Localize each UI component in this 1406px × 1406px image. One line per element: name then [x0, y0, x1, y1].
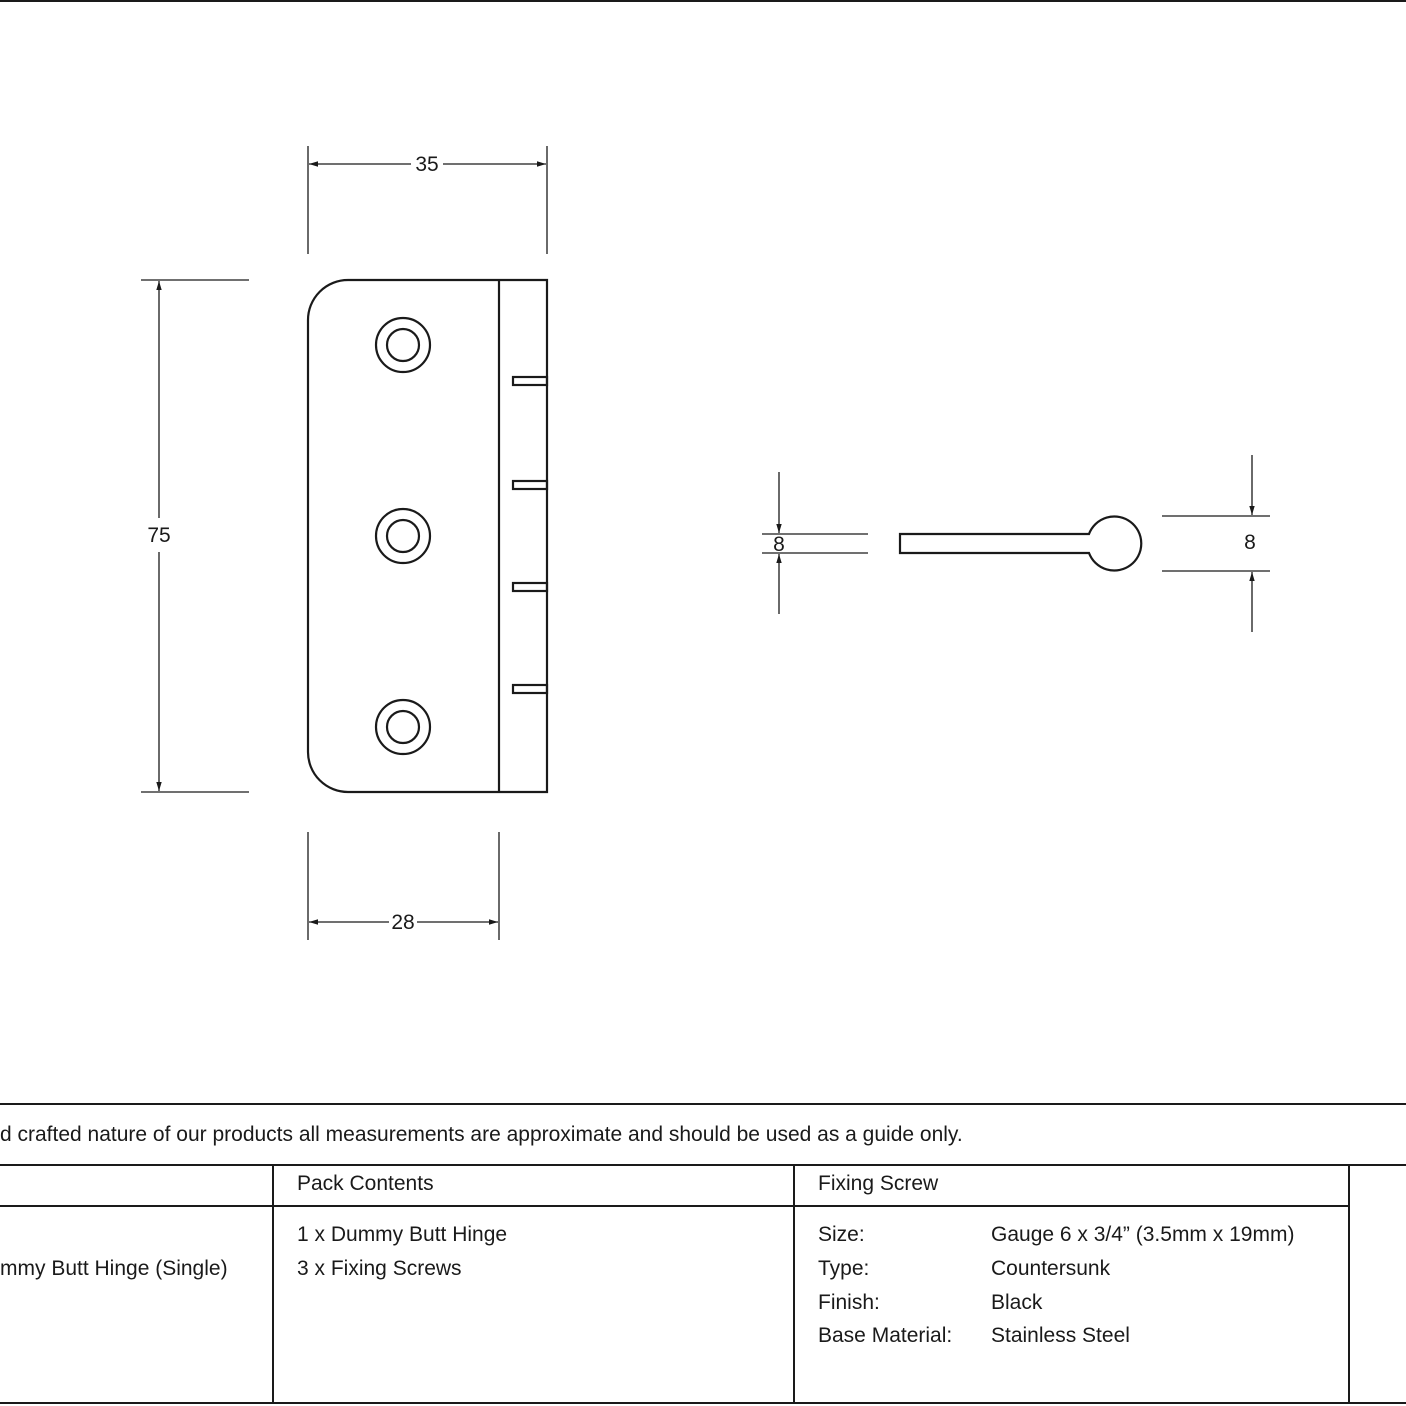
hinge-front-view — [306, 278, 549, 794]
spec-label-size: Size: — [818, 1223, 865, 1246]
fixing-screw-header: Fixing Screw — [818, 1172, 939, 1195]
dim-label-height: 75 — [147, 524, 170, 547]
spec-value-finish: Black — [991, 1291, 1043, 1314]
screw-hole — [374, 507, 432, 565]
dimension-thickness-left — [762, 472, 868, 614]
spec-label-type: Type: — [818, 1257, 870, 1280]
dimension-width-top — [307, 146, 548, 254]
spec-value-size: Gauge 6 x 3/4” (3.5mm x 19mm) — [991, 1223, 1295, 1246]
spec-label-finish: Finish: — [818, 1291, 880, 1314]
hinge-side-view — [898, 515, 1143, 572]
dimension-leaf-width-bottom — [307, 832, 500, 940]
screw-hole — [374, 698, 432, 756]
dimension-height-left — [141, 279, 249, 793]
hinge-outline — [306, 278, 549, 794]
pack-contents-header: Pack Contents — [297, 1172, 434, 1195]
knuckle-slot — [511, 375, 549, 387]
dim-label-width: 35 — [415, 153, 438, 176]
measurement-notice: d crafted nature of our products all mea… — [0, 1123, 963, 1146]
dim-label-thickness: 8 — [773, 533, 785, 556]
pack-contents-item: 1 x Dummy Butt Hinge — [297, 1223, 508, 1246]
dim-label-knuckle: 8 — [1244, 531, 1256, 554]
spec-value-type: Countersunk — [991, 1257, 1111, 1280]
knuckle-slot — [511, 479, 549, 491]
product-name: mmy Butt Hinge (Single) — [0, 1257, 228, 1280]
knuckle-slot — [511, 581, 549, 593]
knuckle-slot — [511, 683, 549, 695]
dim-label-leaf-width: 28 — [391, 911, 414, 934]
pack-contents-item: 3 x Fixing Screws — [297, 1257, 462, 1280]
info-table-frame — [0, 1103, 1406, 1404]
screw-hole — [374, 316, 432, 374]
dimension-knuckle-right — [1162, 455, 1270, 632]
spec-label-material: Base Material: — [818, 1324, 953, 1347]
spec-value-material: Stainless Steel — [991, 1324, 1130, 1347]
